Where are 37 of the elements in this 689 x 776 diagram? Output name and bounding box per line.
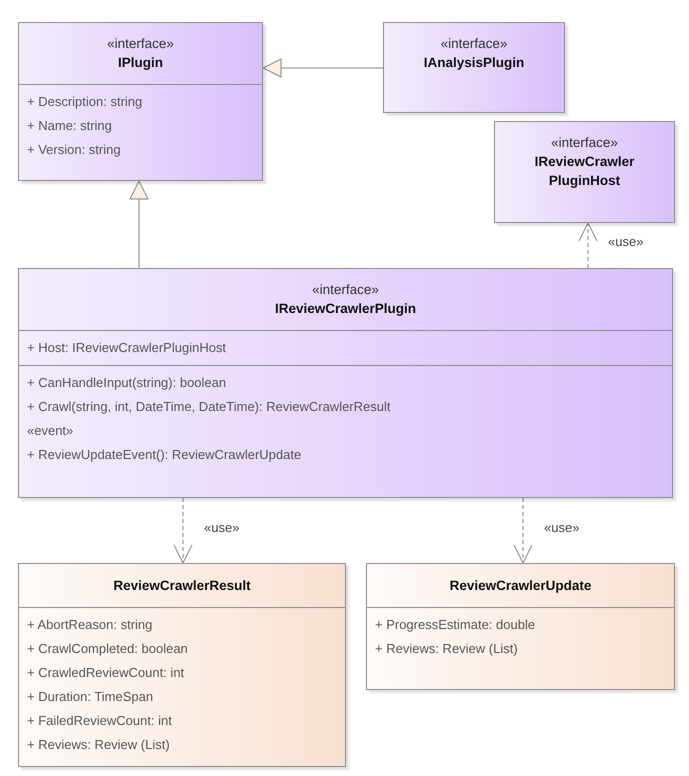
member-text: + Reviews: Review (List) [375, 640, 519, 658]
member-text: + Description: string [27, 93, 144, 111]
member-text: + CanHandleInput(string): boolean [27, 374, 228, 392]
stereotype-label: «interface» [551, 134, 618, 152]
class-name: ReviewCrawlerUpdate [450, 577, 592, 595]
member-text: + Reviews: Review (List) [27, 736, 171, 754]
member-text: + ReviewUpdateEvent(): ReviewCrawlerUpdate [27, 446, 302, 464]
interface-box [383, 22, 565, 113]
member-text: + FailedReviewCount: int [27, 712, 173, 730]
class-name: IPlugin [118, 54, 163, 72]
interface-box [18, 22, 263, 181]
class-box [18, 563, 346, 767]
member-text: + CrawlCompleted: boolean [27, 640, 189, 658]
dependency-arrow [578, 222, 598, 268]
interface-box [494, 121, 675, 223]
class-name: IAnalysisPlugin [424, 54, 524, 72]
interface-box [18, 268, 673, 498]
class-name: ReviewCrawlerResult [113, 577, 251, 595]
stereotype-label: «interface» [440, 35, 508, 53]
class-box [366, 563, 675, 690]
member-text: + Version: string [27, 141, 122, 159]
stereotype-label: «interface» [312, 281, 379, 299]
class-name: IReviewCrawlerPlugin [274, 300, 416, 318]
member-text: + CrawledReviewCount: int [27, 664, 186, 682]
member-text: + Crawl(string, int, DateTime, DateTime): ReviewCrawlerResult [27, 398, 392, 416]
member-text: + ProgressEstimate: double [375, 616, 536, 634]
member-text: + Duration: TimeSpan [27, 688, 154, 706]
stereotype-label: «interface» [107, 35, 174, 53]
member-text: «event» [27, 422, 74, 440]
member-text: + Host: IReviewCrawlerPluginHost [27, 339, 228, 357]
class-name: IReviewCrawler PluginHost [534, 153, 636, 190]
member-text: + AbortReason: string [27, 616, 154, 634]
dependency-arrow [514, 498, 532, 564]
generalization-arrow [262, 58, 384, 78]
generalization-arrow [130, 180, 148, 268]
dependency-arrow [174, 498, 192, 564]
member-text: + Name: string [27, 117, 113, 135]
